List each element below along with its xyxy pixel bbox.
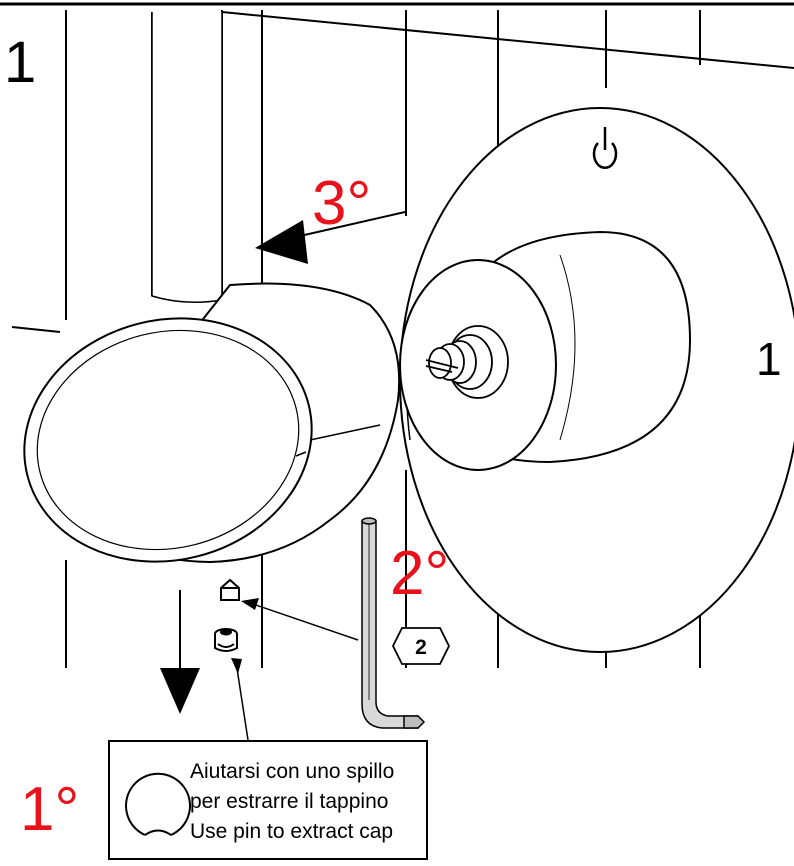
grub-screw [214,628,238,652]
note-box: Aiutarsi con uno spillo per estrarre il … [108,740,428,860]
hex-key-icon [361,517,426,729]
leader-line-cap [241,598,359,641]
dial-number: 1 [756,333,782,385]
cap-icon [220,578,240,601]
hex-size-label: 2 [415,636,427,659]
hex-size-badge: 2 [391,627,451,665]
note-line-1: Aiutarsi con uno spillo [190,760,394,783]
step-2-label: 2° [390,539,449,608]
handle-lever [23,282,401,564]
spindle [425,325,509,399]
note-line-3: Use pin to extract cap [190,820,393,843]
note-line-2: per estrarre il tappino [190,790,388,813]
step-3-label: 3° [312,169,371,238]
arrow-down-icon [160,592,200,714]
power-icon [592,127,618,169]
column [151,12,223,303]
cap-top-view-icon [125,772,191,836]
arrow-step-3 [255,211,406,264]
leader-line-note [231,658,249,741]
step-1-label: 1° [20,775,79,844]
figure-number: 1 [4,30,36,95]
